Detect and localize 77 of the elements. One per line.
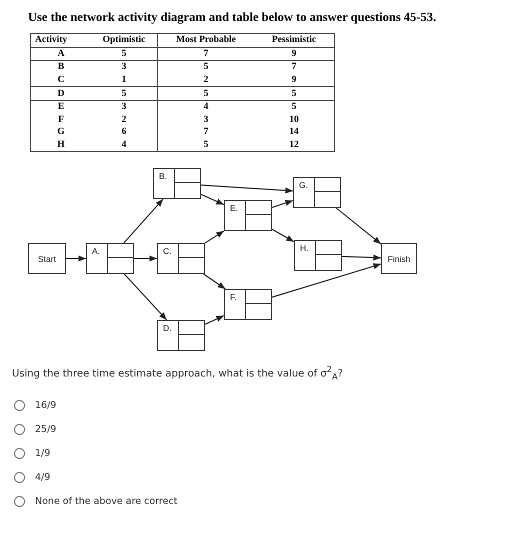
activity-label: G. (299, 180, 308, 190)
arrow (272, 200, 294, 208)
activity-box (157, 320, 205, 351)
column-header: Optimistic (102, 35, 146, 46)
activity-box (294, 240, 342, 271)
table-value: D (58, 88, 64, 99)
activity-label: A. (92, 246, 100, 256)
column-header: Pessimistic (272, 35, 316, 46)
activity-label: E. (230, 203, 238, 213)
finish-box (381, 243, 417, 274)
arrow (336, 208, 382, 244)
arrow (342, 254, 382, 261)
question-text: Using the three time estimate approach, what is the value of σ$^{2}$$_{A}$? (12, 364, 343, 382)
arrow (272, 263, 382, 298)
table-value: 6 (122, 127, 126, 138)
table-value: F (58, 114, 64, 125)
table-value: 5 (204, 88, 208, 99)
table-value: H (57, 140, 65, 150)
activity-label: C. (163, 246, 172, 256)
table-value: 7 (204, 48, 208, 59)
arrow (272, 228, 294, 242)
table-value: 9 (292, 48, 296, 59)
table-value: 5 (292, 102, 296, 112)
table-value: A (58, 48, 64, 59)
activity-label: B. (159, 171, 168, 181)
table-value: 7 (204, 127, 208, 138)
node-label: Finish (386, 252, 412, 266)
arrow (124, 274, 168, 320)
arrow (200, 194, 224, 206)
table-value: 14 (289, 127, 299, 138)
arrow (123, 198, 164, 244)
table-value: G (57, 127, 65, 138)
title: Use the network activity diagram and table below to answer questions 45-53. (28, 10, 436, 25)
arrow (203, 274, 226, 290)
arrow (200, 184, 294, 194)
table-value: 2 (122, 114, 126, 125)
arrow (134, 255, 157, 262)
table-value: 5 (122, 48, 126, 59)
start-box (28, 243, 66, 274)
table-value: 4 (122, 140, 126, 150)
table-value: 2 (204, 75, 208, 86)
activity-box (224, 200, 272, 231)
activity-label: D. (163, 323, 172, 333)
table-value: 7 (292, 62, 296, 72)
arrow (204, 230, 224, 244)
table-value: 5 (204, 140, 208, 150)
table-value: C (58, 75, 64, 86)
table-value: 12 (289, 140, 299, 150)
table-value: 3 (204, 114, 208, 125)
column-header: Activity (35, 35, 68, 46)
activity-box (293, 177, 341, 208)
node-label: Start (37, 252, 57, 266)
table-value: 10 (289, 114, 299, 125)
column-header: Most Probable (176, 35, 236, 46)
activity-label: H. (300, 243, 308, 253)
table-value: 4 (204, 102, 208, 112)
option-text: None of the above are correct (35, 496, 178, 507)
table-value: E (58, 102, 64, 112)
activity-box (153, 168, 201, 199)
table-value: 3 (122, 102, 126, 112)
option-text: 25/9 (35, 424, 56, 435)
table-value: 5 (204, 62, 208, 72)
table-value: 3 (122, 62, 126, 72)
option-text: 16/9 (35, 400, 56, 411)
table-value: 1 (122, 75, 126, 86)
arrow (66, 255, 86, 262)
arrow (204, 315, 224, 325)
table-value: 9 (292, 75, 296, 86)
table-value: 5 (292, 88, 296, 99)
activity-label: F. (230, 292, 237, 302)
option-text: 4/9 (35, 472, 50, 483)
activity-box (86, 243, 134, 274)
activity-box (157, 243, 205, 274)
table-value: B (58, 62, 64, 72)
option-text: 1/9 (35, 448, 50, 459)
table-value: 5 (122, 88, 126, 99)
activity-box (224, 289, 272, 320)
